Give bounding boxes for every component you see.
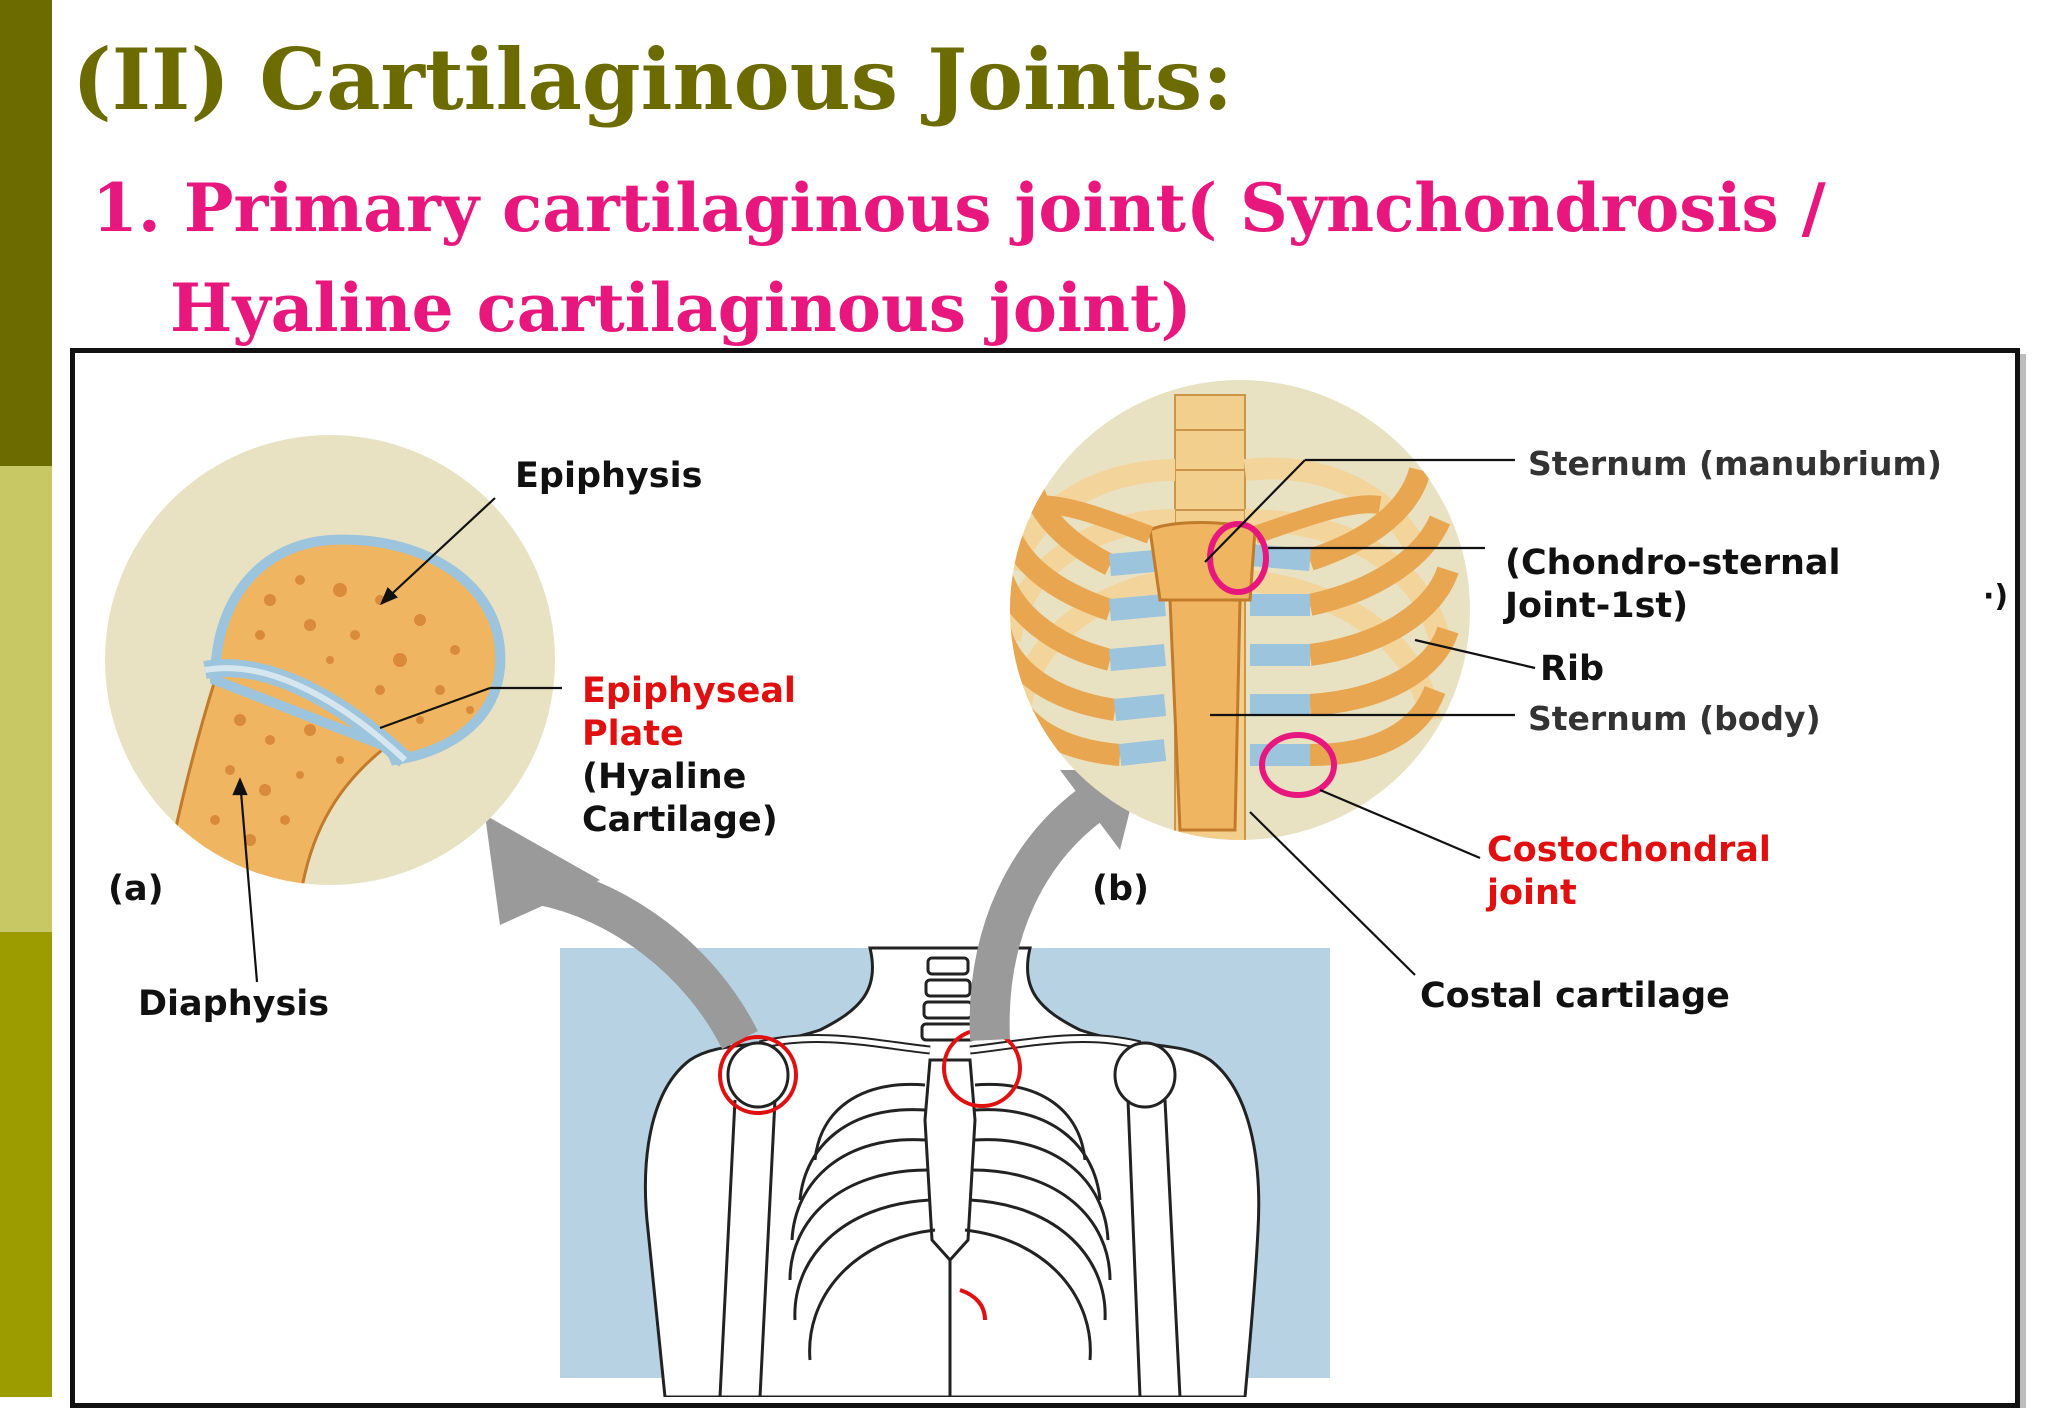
label-chondro-sternal-line-2: Joint-1st)	[1505, 586, 1689, 626]
label-chondro-sternal-line-1: (Chondro-sternal	[1505, 543, 1841, 583]
sidebar-segment-top	[0, 0, 52, 466]
sidebar-segment-bottom	[0, 932, 52, 1397]
slide-subtitle-line-1: 1. Primary cartilaginous joint( Synchond…	[92, 169, 1826, 247]
slide-title: (II) Cartilaginous Joints:	[72, 30, 1234, 129]
label-costochondral-joint-line-1: Costochondral	[1487, 830, 1771, 870]
label-hyaline-cartilage-line-1: (Hyaline	[582, 757, 747, 797]
leader-lines	[232, 458, 1536, 983]
sidebar-segment-middle	[0, 466, 52, 932]
slide-sidebar-bar	[0, 0, 52, 1397]
label-sternum-body: Sternum (body)	[1528, 699, 1821, 738]
label-epiphyseal-plate-line-1: Epiphyseal	[582, 671, 796, 711]
panel-b-tag: (b)	[1092, 869, 1150, 909]
label-diaphysis: Diaphysis	[138, 984, 330, 1024]
curved-arrow-a	[485, 815, 758, 1050]
inset-b-rib-cage	[1010, 380, 1470, 840]
label-cropped-fragment: ·)	[1983, 579, 2009, 614]
label-costal-cartilage: Costal cartilage	[1420, 976, 1730, 1016]
label-sternum-manubrium: Sternum (manubrium)	[1528, 444, 1942, 483]
panel-a-tag: (a)	[108, 869, 164, 909]
label-rib: Rib	[1540, 649, 1605, 689]
label-epiphysis: Epiphysis	[515, 456, 703, 496]
torso-skeleton	[560, 946, 1330, 1397]
label-hyaline-cartilage-line-2: Cartilage)	[582, 800, 778, 840]
label-epiphyseal-plate-line-2: Plate	[582, 714, 684, 754]
slide-subtitle-line-2: Hyaline cartilaginous joint)	[170, 269, 1192, 347]
label-costochondral-joint-line-2: joint	[1487, 873, 1577, 913]
